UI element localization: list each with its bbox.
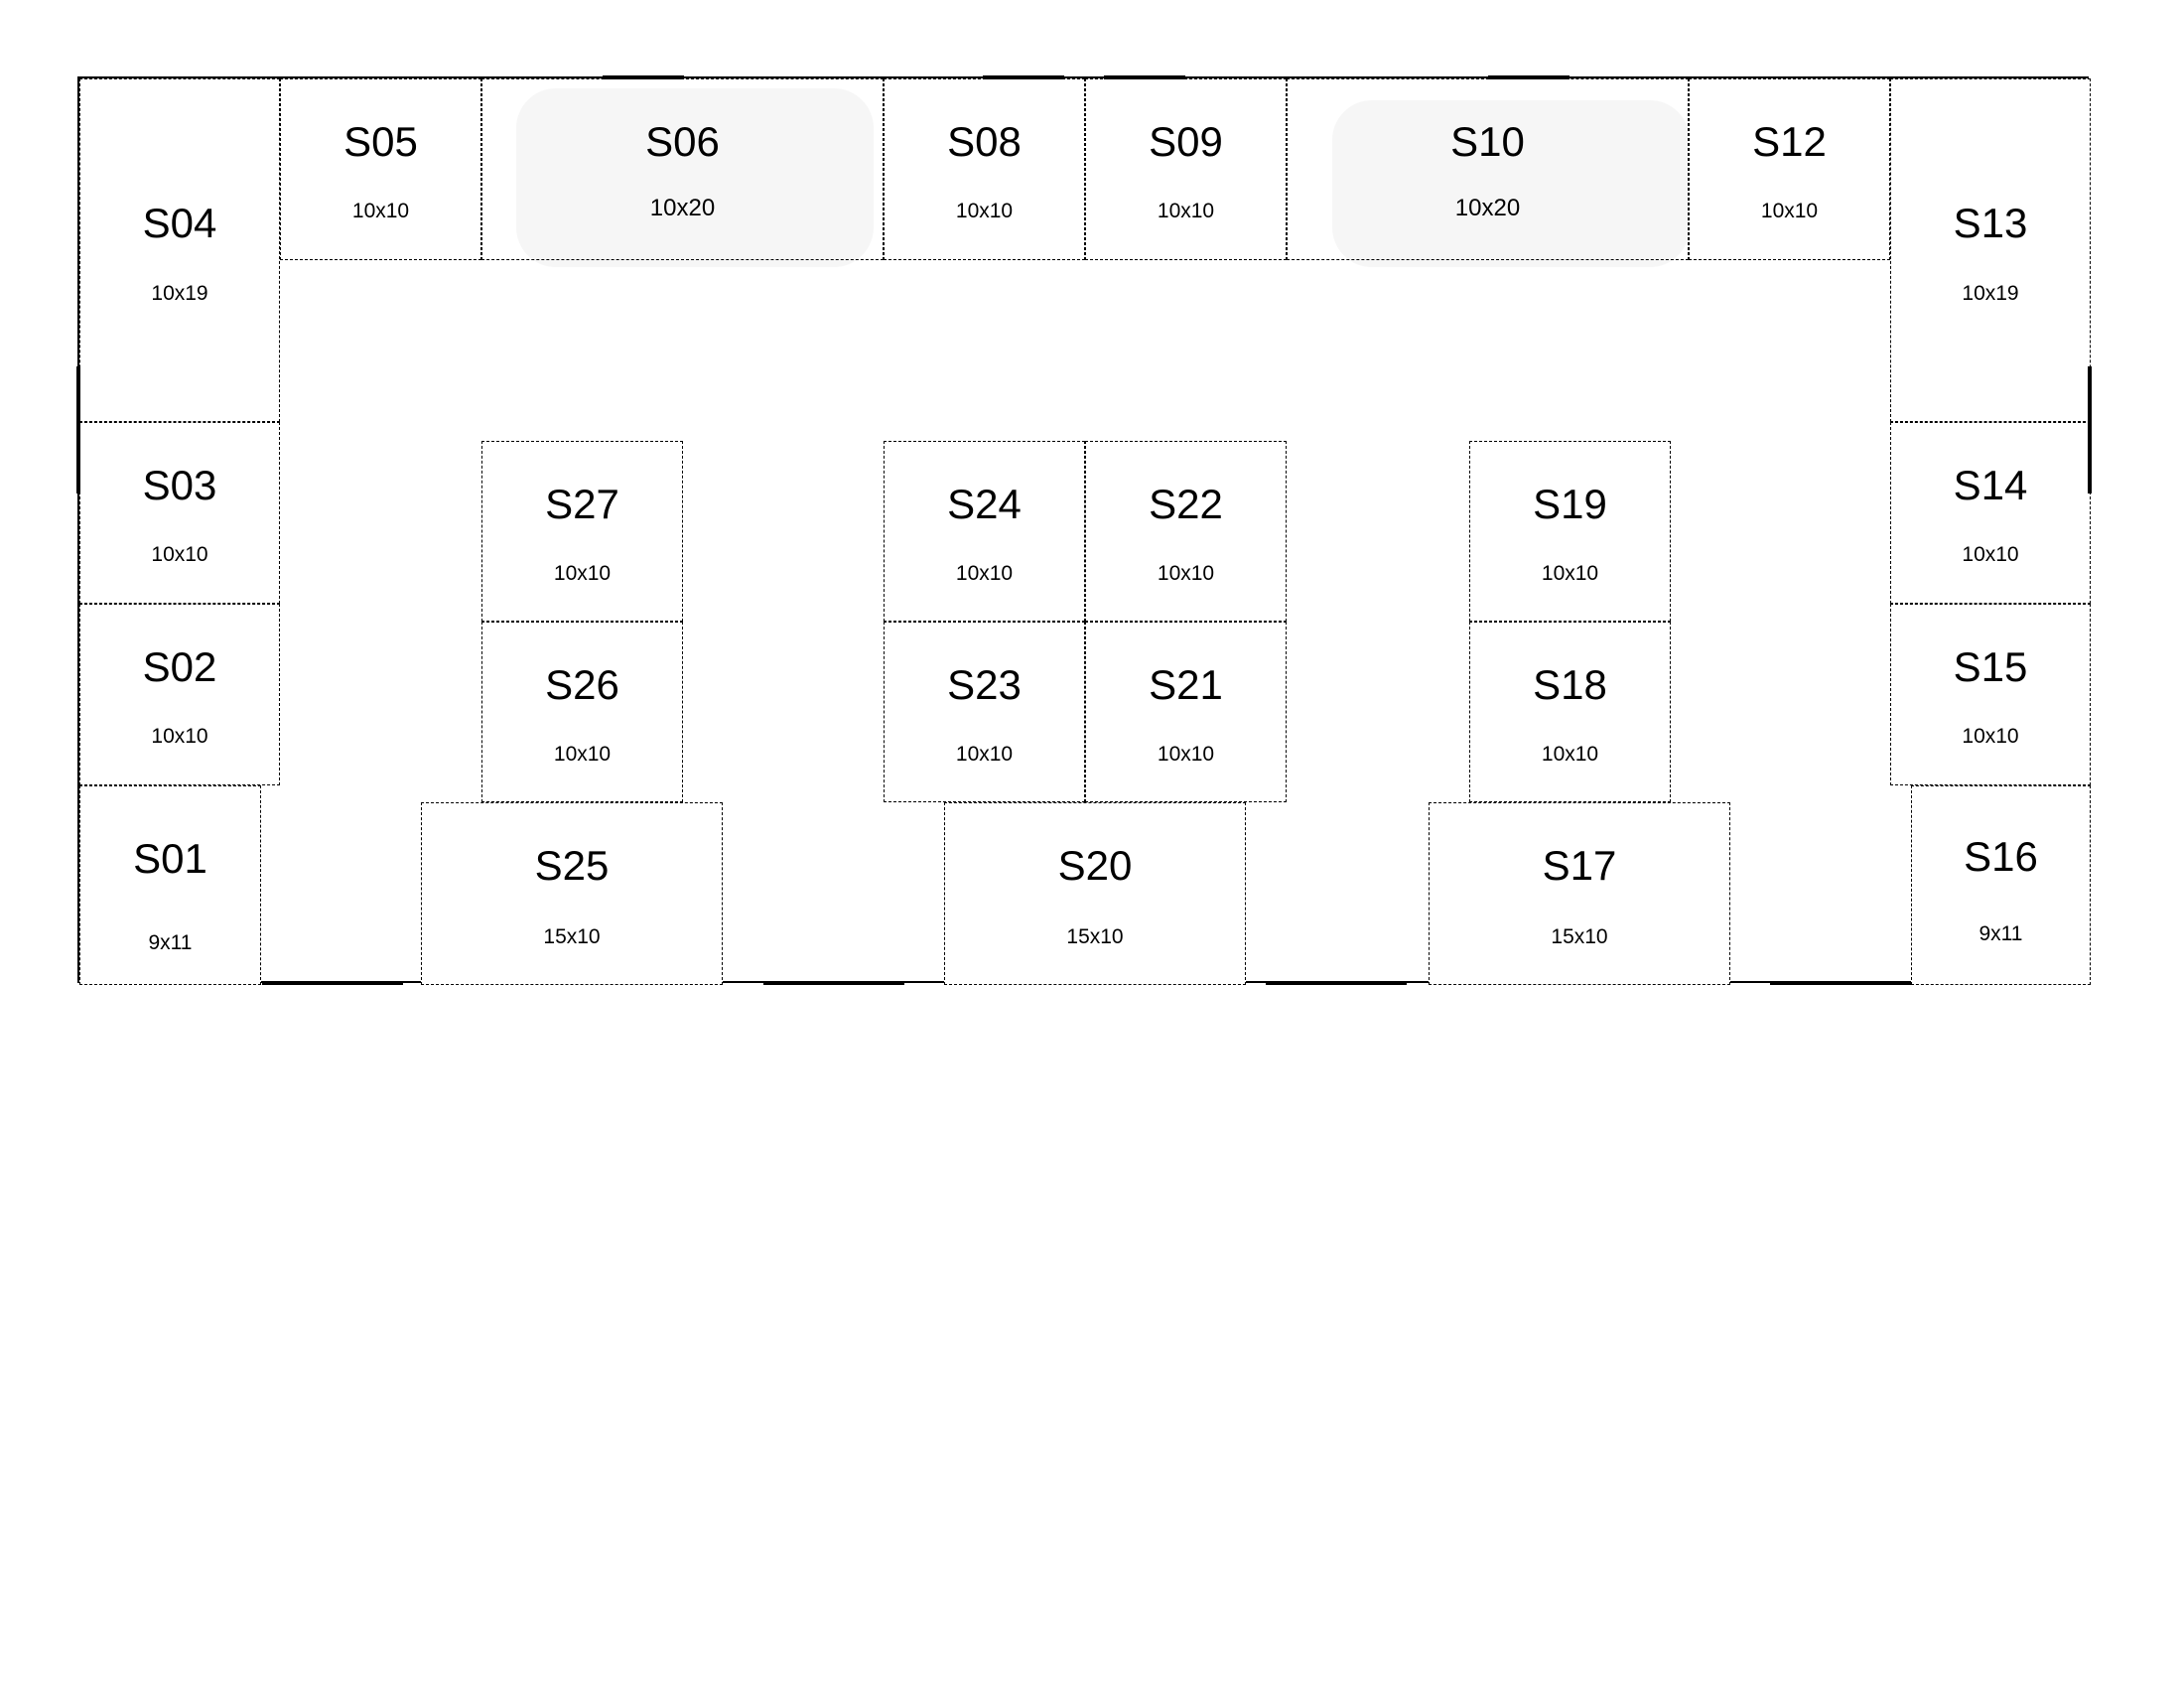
booth-size: 10x10 (1541, 562, 1599, 585)
booth-id: S14 (1953, 462, 2028, 508)
booth-s26[interactable]: S26 10x10 (481, 622, 683, 802)
booth-id: S12 (1752, 118, 1827, 165)
booth-s13[interactable]: S13 10x19 (1890, 78, 2091, 422)
booth-size: 10x20 (649, 195, 716, 221)
booth-s15[interactable]: S15 10x10 (1890, 604, 2091, 785)
booth-size: 15x10 (1066, 925, 1124, 948)
booth-size: 10x10 (955, 200, 1014, 222)
booth-id: S27 (545, 481, 619, 527)
booth-s24[interactable]: S24 10x10 (884, 441, 1085, 622)
booth-s14[interactable]: S14 10x10 (1890, 422, 2091, 604)
booth-id: S23 (947, 661, 1022, 708)
booth-id: S13 (1953, 200, 2028, 246)
booth-id: S21 (1149, 661, 1223, 708)
booth-s22[interactable]: S22 10x10 (1085, 441, 1287, 622)
booth-s02[interactable]: S02 10x10 (79, 604, 280, 785)
booth-size: 10x10 (351, 200, 410, 222)
booth-s23[interactable]: S23 10x10 (884, 622, 1085, 802)
booth-s18[interactable]: S18 10x10 (1469, 622, 1671, 802)
booth-s21[interactable]: S21 10x10 (1085, 622, 1287, 802)
booth-id: S01 (133, 835, 207, 882)
booth-id: S15 (1953, 643, 2028, 690)
booth-size: 9x11 (148, 931, 193, 954)
booth-s04[interactable]: S04 10x19 (79, 78, 280, 422)
booth-id: S09 (1149, 118, 1223, 165)
booth-s09[interactable]: S09 10x10 (1085, 78, 1287, 260)
booth-id: S16 (1964, 833, 2038, 880)
booth-size: 10x19 (1962, 282, 2019, 305)
door-right (2088, 366, 2092, 493)
booth-size: 10x10 (553, 562, 612, 585)
booth-id: S02 (142, 643, 217, 690)
booth-id: S19 (1533, 481, 1607, 527)
booth-id: S24 (947, 481, 1022, 527)
booth-s03[interactable]: S03 10x10 (79, 422, 280, 604)
booth-s10[interactable]: S10 10x20 (1287, 78, 1689, 260)
booth-s25[interactable]: S25 15x10 (421, 802, 723, 985)
door-bottom-4 (1770, 981, 1911, 985)
door-top-1 (603, 75, 684, 79)
door-top-2 (983, 75, 1064, 79)
booth-size: 10x19 (151, 282, 208, 305)
booth-id: S05 (343, 118, 418, 165)
booth-size: 10x10 (1157, 743, 1215, 766)
booth-size: 10x10 (1760, 200, 1819, 222)
booth-s06[interactable]: S06 10x20 (481, 78, 884, 260)
door-top-4 (1488, 75, 1570, 79)
booth-size: 10x10 (1157, 200, 1215, 222)
booth-id: S20 (1057, 842, 1133, 889)
booth-s16[interactable]: S16 9x11 (1911, 785, 2091, 985)
booth-size: 10x10 (553, 743, 612, 766)
booth-id: S08 (947, 118, 1022, 165)
booth-size: 10x10 (151, 543, 208, 566)
booth-s12[interactable]: S12 10x10 (1689, 78, 1890, 260)
booth-size: 15x10 (543, 925, 601, 948)
booth-id: S17 (1542, 842, 1617, 889)
booth-id: S26 (545, 661, 619, 708)
door-left (76, 366, 80, 493)
booth-size: 10x10 (1157, 562, 1215, 585)
booth-id: S22 (1149, 481, 1223, 527)
booth-id: S25 (534, 842, 610, 889)
floor-plan: S04 10x19 S05 10x10 S06 10x20 S08 10x10 … (76, 75, 2092, 985)
booth-size: 15x10 (1551, 925, 1608, 948)
door-bottom-3 (1266, 981, 1407, 985)
booth-size: 10x10 (955, 562, 1014, 585)
booth-s01[interactable]: S01 9x11 (79, 785, 261, 985)
door-bottom-2 (763, 981, 904, 985)
booth-id: S10 (1450, 118, 1525, 165)
booth-s08[interactable]: S08 10x10 (884, 78, 1085, 260)
booth-id: S04 (142, 200, 217, 246)
smudge-right (1332, 100, 1690, 267)
door-top-3 (1104, 75, 1185, 79)
booth-size: 10x20 (1454, 195, 1521, 221)
booth-id: S03 (142, 462, 217, 508)
booth-s19[interactable]: S19 10x10 (1469, 441, 1671, 622)
door-bottom-1 (262, 981, 403, 985)
booth-size: 9x11 (1979, 922, 2023, 945)
booth-s20[interactable]: S20 15x10 (944, 802, 1246, 985)
booth-id: S18 (1533, 661, 1607, 708)
booth-size: 10x10 (1962, 543, 2019, 566)
booth-s05[interactable]: S05 10x10 (280, 78, 481, 260)
booth-s17[interactable]: S17 15x10 (1429, 802, 1730, 985)
booth-size: 10x10 (151, 725, 208, 748)
booth-id: S06 (645, 118, 720, 165)
booth-size: 10x10 (1962, 725, 2019, 748)
booth-size: 10x10 (955, 743, 1014, 766)
smudge-left (516, 88, 874, 267)
booth-size: 10x10 (1541, 743, 1599, 766)
booth-s27[interactable]: S27 10x10 (481, 441, 683, 622)
